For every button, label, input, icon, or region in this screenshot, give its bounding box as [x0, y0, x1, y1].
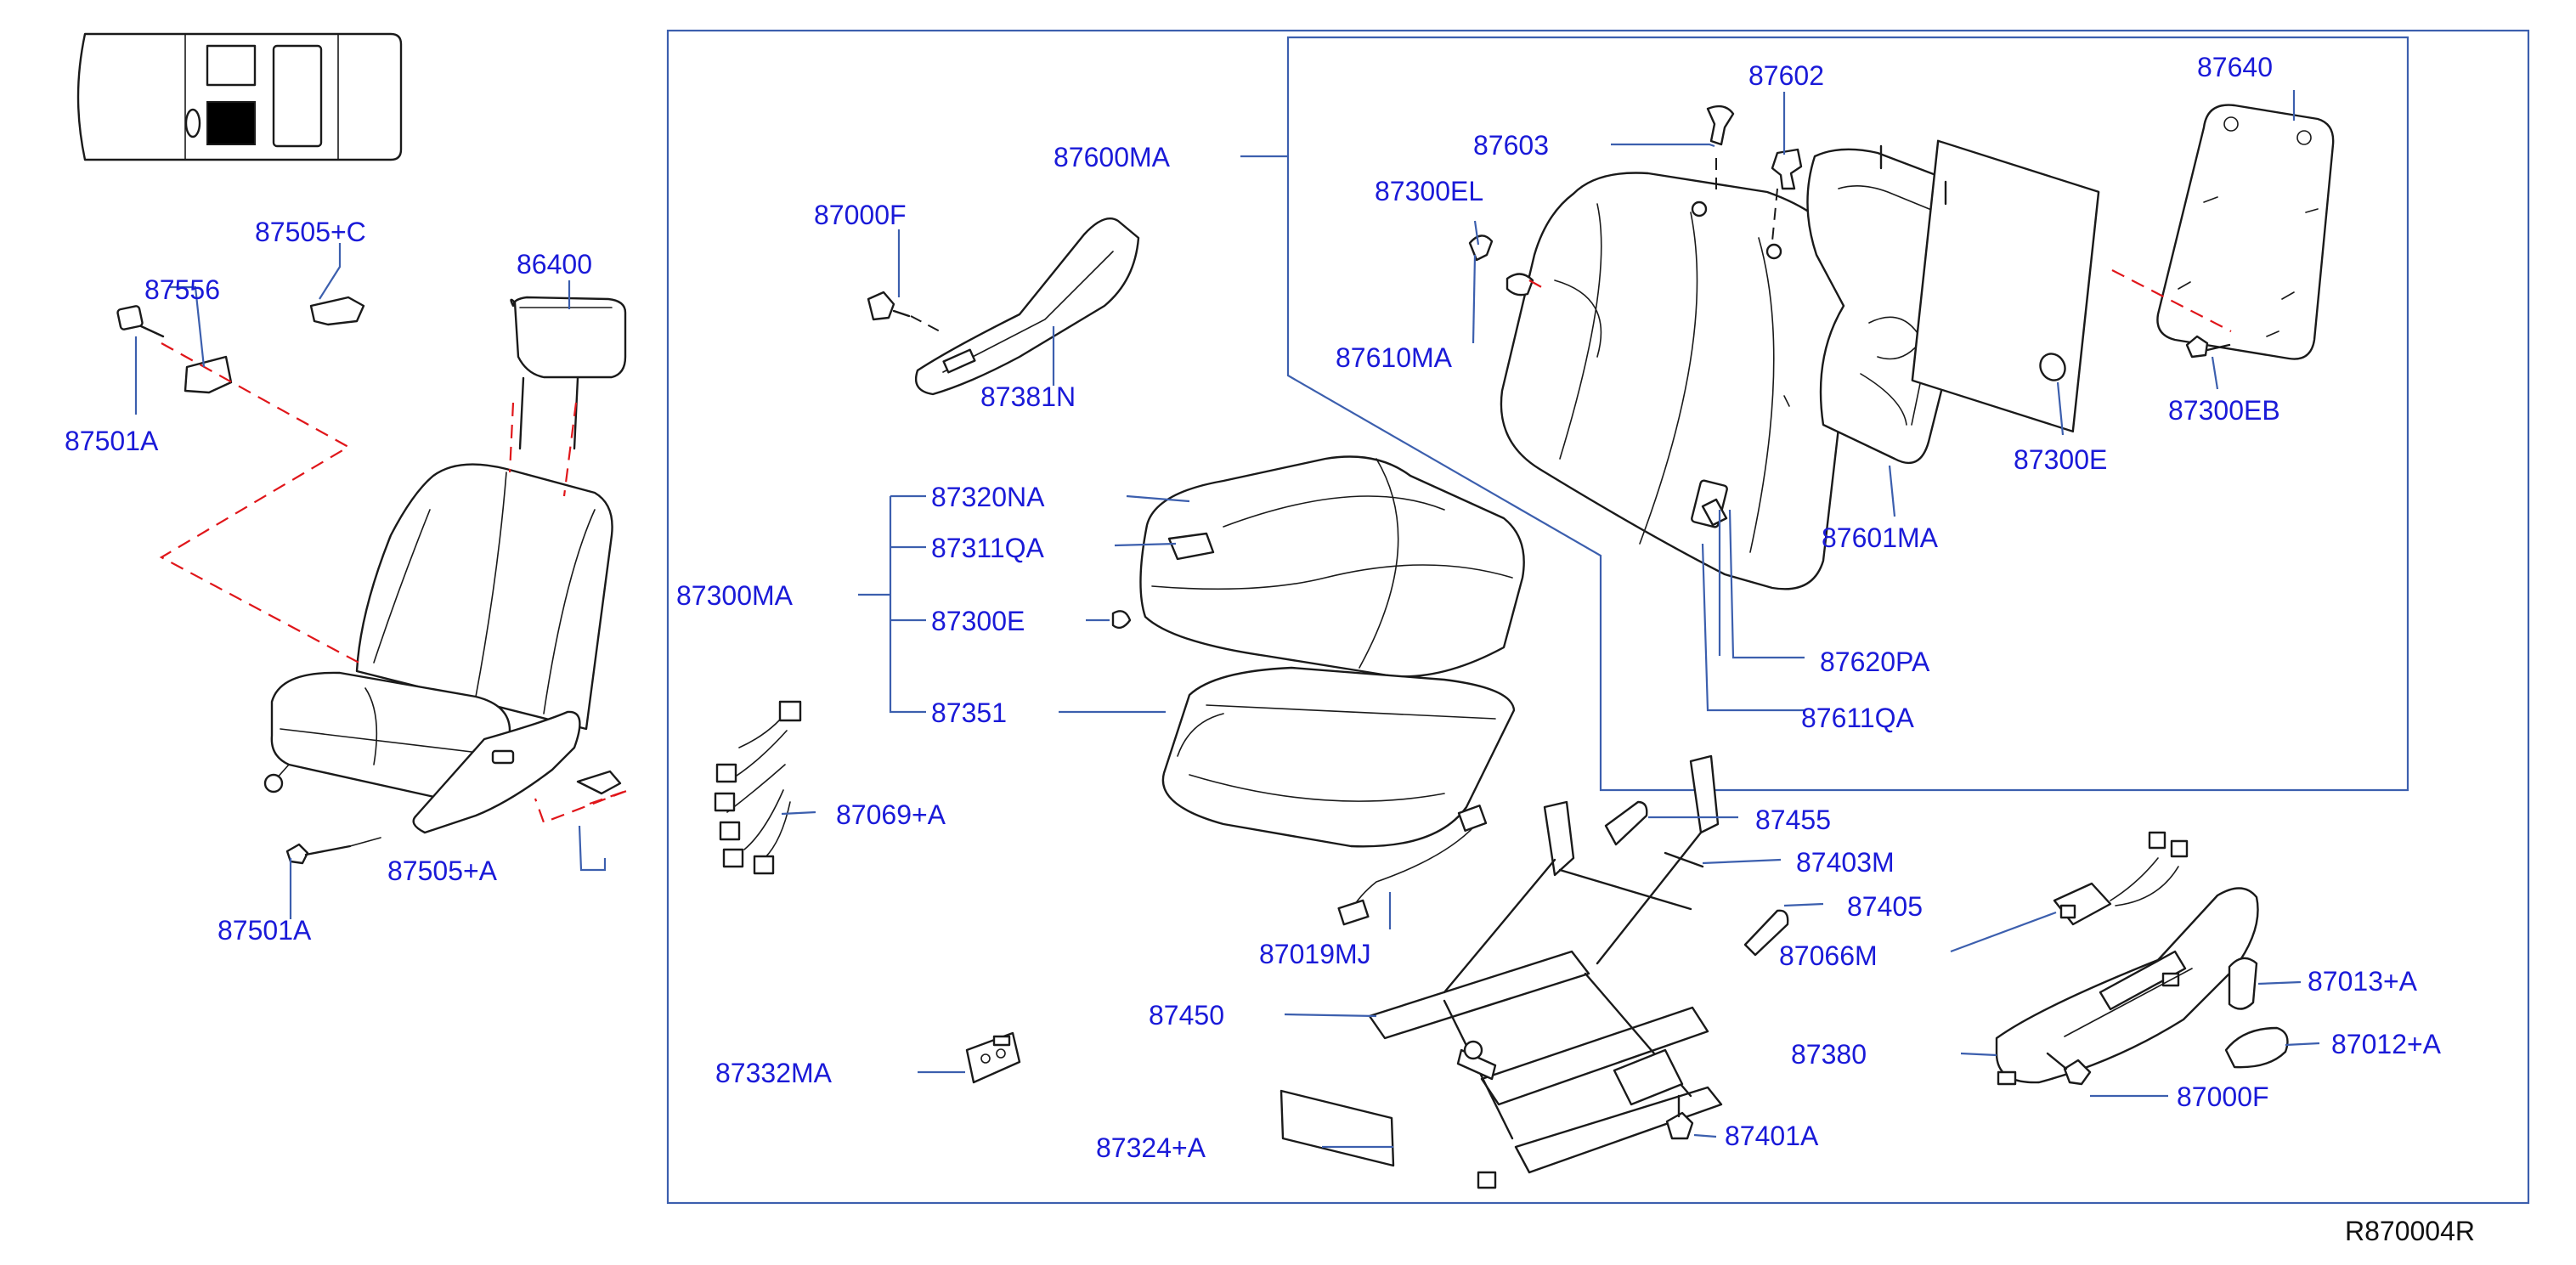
label-86400: 86400	[517, 249, 592, 280]
pad-87455-icon	[1604, 800, 1648, 846]
power-seat-switch-87066m-drawing	[2053, 831, 2189, 926]
label-87381n: 87381N	[980, 381, 1076, 412]
label-87501a-upper: 87501A	[65, 426, 159, 456]
hook-87603-icon	[1706, 104, 1735, 146]
wire-harness-87019mj-drawing	[1337, 805, 1488, 926]
seat-cushion-87300ma-drawing	[1139, 455, 1525, 678]
label-87300e-right: 87300E	[2014, 444, 2107, 475]
main-assembly-frame	[666, 29, 2530, 1205]
label-87401a: 87401A	[1725, 1121, 1819, 1151]
label-87450: 87450	[1149, 1000, 1224, 1031]
car-top-view-seat-locator-icon	[76, 32, 403, 161]
label-87012a: 87012+A	[2331, 1029, 2442, 1059]
label-87000f-upper: 87000F	[814, 200, 907, 230]
label-87620pa: 87620PA	[1820, 647, 1930, 677]
diagram-reference-code: R870004R	[2345, 1216, 2475, 1246]
pad-87324a-drawing	[1280, 1089, 1395, 1167]
clip-87610ma-icon	[1505, 273, 1534, 296]
label-87332ma: 87332MA	[715, 1058, 833, 1088]
label-87501a-lower: 87501A	[217, 915, 312, 946]
label-87069a: 87069+A	[836, 799, 946, 830]
label-87405: 87405	[1847, 891, 1923, 922]
label-87066m: 87066M	[1779, 940, 1878, 971]
bolt-87501a-lower-icon	[285, 843, 352, 865]
label-87505c: 87505+C	[255, 217, 366, 247]
rod-87403m-icon	[1664, 851, 1704, 868]
label-87610ma: 87610MA	[1336, 342, 1453, 373]
label-87505a: 87505+A	[387, 856, 498, 886]
screw-87300eb-icon	[2185, 335, 2231, 359]
part-labels: 87505+C 86400 87556 87501A 87505+A 87501…	[65, 52, 2475, 1246]
label-87351: 87351	[931, 697, 1007, 728]
label-87611qa: 87611QA	[1801, 703, 1915, 733]
label-87300e-left: 87300E	[931, 606, 1025, 636]
label-87556: 87556	[144, 274, 220, 305]
side-trim-87381n-drawing	[914, 217, 1140, 396]
cover-87505a-icon	[576, 770, 622, 795]
seat-side-cover-87380-drawing	[1995, 887, 2259, 1086]
label-87300ma: 87300MA	[676, 580, 794, 611]
label-87403m: 87403M	[1796, 847, 1895, 878]
label-87013a: 87013+A	[2308, 966, 2418, 997]
label-87603: 87603	[1473, 130, 1549, 161]
label-87602: 87602	[1748, 60, 1824, 91]
screw-87000f-lower-icon	[2046, 1052, 2092, 1086]
leader-lines	[134, 90, 2320, 1149]
knob-87300el-icon	[1468, 234, 1494, 262]
label-87000f-lower: 87000F	[2177, 1081, 2269, 1112]
seatback-frame-87601ma-drawing	[1806, 139, 2100, 464]
label-87300eb: 87300EB	[2168, 395, 2280, 426]
label-87300el: 87300EL	[1375, 176, 1483, 206]
cover-87505c-icon	[309, 296, 365, 326]
label-87380: 87380	[1791, 1039, 1867, 1070]
bolt-87401a-icon	[1665, 1094, 1694, 1140]
knob-87013a-icon	[2228, 957, 2258, 1010]
bolt-87501a-upper-icon	[116, 305, 165, 338]
screw-87000f-upper-icon	[867, 291, 911, 321]
label-87601ma: 87601MA	[1822, 522, 1939, 553]
wire-harness-87069a-drawing	[714, 700, 802, 875]
label-87320na: 87320NA	[931, 482, 1045, 512]
knob-87012a-icon	[2224, 1026, 2289, 1069]
label-87600ma: 87600MA	[1054, 142, 1171, 172]
clip-87556-icon	[184, 355, 233, 394]
label-87311qa: 87311QA	[931, 533, 1045, 563]
seat-adjuster-frame-87450-drawing	[1368, 754, 1723, 1189]
guide-87602-icon	[1771, 148, 1803, 190]
complete-seat-assembly-drawing	[116, 296, 630, 865]
label-87019mj: 87019MJ	[1259, 939, 1371, 969]
label-87640: 87640	[2197, 52, 2273, 82]
switch-trim-87332ma-drawing	[965, 1031, 1021, 1084]
cap-87300e-left-icon	[1111, 610, 1132, 630]
label-87455: 87455	[1755, 805, 1831, 835]
cap-87300e-right-icon	[2039, 353, 2066, 381]
pad-87405-icon	[1743, 909, 1789, 957]
back-board-87640-drawing	[2156, 104, 2335, 360]
seat-frame-87351-drawing	[1161, 666, 1516, 848]
label-87324a: 87324+A	[1096, 1132, 1206, 1163]
seatback-pad-87600ma-drawing	[1500, 172, 1857, 590]
